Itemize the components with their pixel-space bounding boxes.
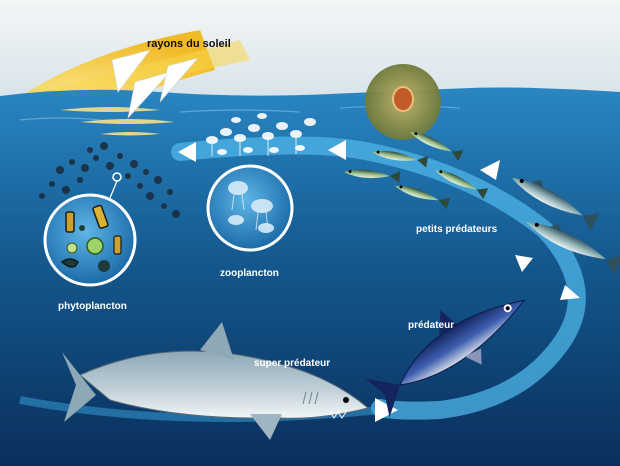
zooplankton-bubble <box>208 166 292 250</box>
label-predator: prédateur <box>408 320 454 331</box>
phytoplankton-bubble <box>45 195 135 285</box>
label-zooplankton: zooplancton <box>220 268 279 279</box>
label-small-predators: petits prédateurs <box>416 224 498 235</box>
fish-egg <box>365 64 441 140</box>
label-phytoplankton: phytoplancton <box>58 301 127 312</box>
label-super-predator: super prédateur <box>254 358 330 369</box>
label-sun: rayons du soleil <box>147 38 231 50</box>
